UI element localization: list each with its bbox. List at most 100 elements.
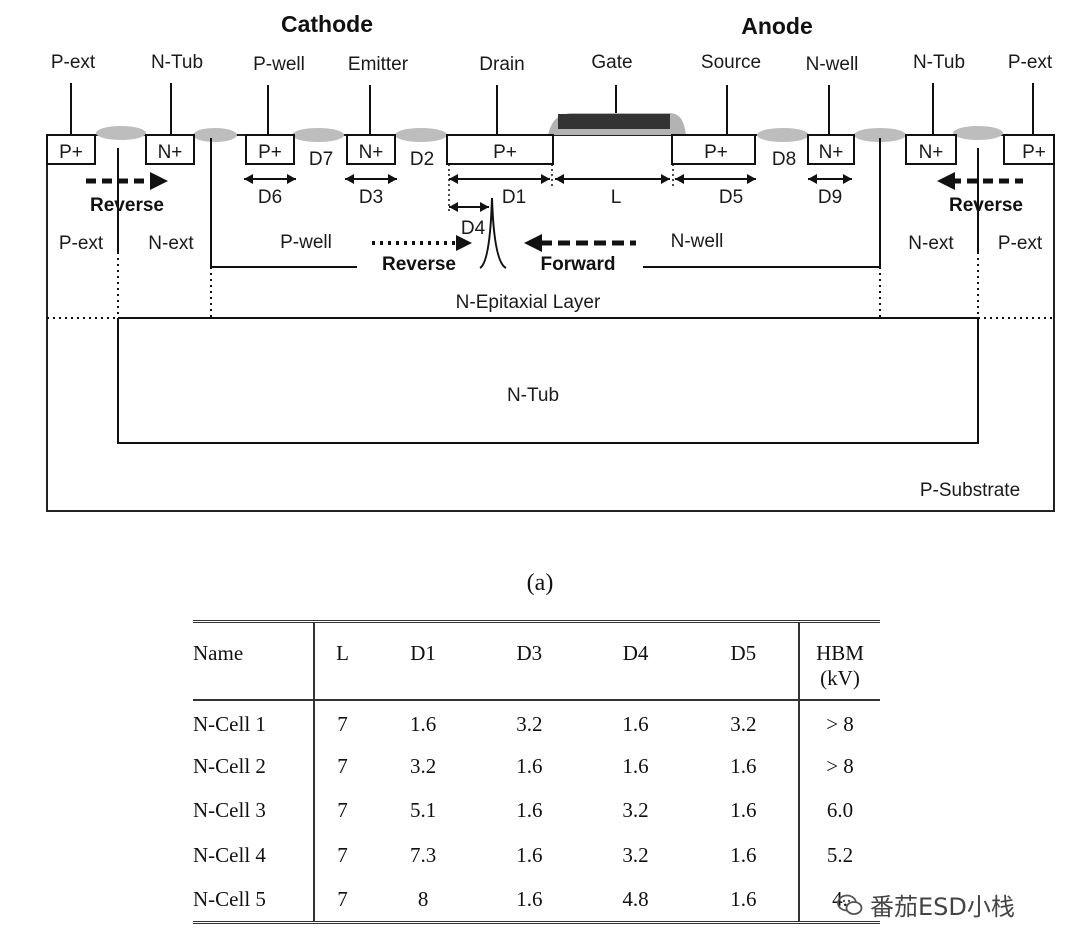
watermark: 番茄ESD小栈 [836, 887, 1015, 922]
forward-label: Forward [541, 254, 616, 275]
arrowhead [675, 174, 684, 184]
arrowhead [449, 174, 458, 184]
cell-d1: 1.6 [409, 711, 437, 736]
terminal-label-n-tub: N-Tub [913, 52, 965, 73]
anode-label: Anode [741, 13, 813, 39]
diffusion-p-plus: P+ [1022, 142, 1046, 163]
table-row: N-Cell 1 7 1.6 3.2 1.6 3.2 > 8 [193, 699, 880, 744]
arrowhead [449, 202, 458, 212]
junction-curve [479, 197, 507, 269]
dim-label-d9: D9 [818, 187, 842, 208]
reverse-label-left: Reverse [90, 195, 164, 216]
dim-label-l: L [611, 187, 622, 208]
field-oxide [395, 128, 447, 142]
col-header-d5: D5 [688, 621, 801, 701]
region-label-epi: N-Epitaxial Layer [456, 292, 601, 313]
diffusion-box [1003, 134, 1055, 165]
n-tub-boundary [117, 318, 979, 444]
cell-d3: 1.6 [516, 798, 543, 823]
arrowhead [661, 174, 670, 184]
region-label-n-well: N-well [671, 231, 724, 252]
region-label-substrate: P-Substrate [920, 480, 1020, 501]
cell-d3: 1.6 [516, 842, 543, 867]
terminal-label-p-ext: P-ext [1008, 52, 1053, 73]
terminal-label-drain: Drain [479, 54, 524, 75]
cell-d1: 7.3 [409, 842, 437, 867]
cell-hbm: 6.0 [826, 798, 854, 823]
field-oxide [953, 126, 1003, 140]
cell-l: 7 [337, 886, 348, 911]
diffusion-n-plus: N+ [819, 142, 844, 163]
dim-label-d3: D3 [359, 187, 383, 208]
device-cross-section-diagram: P+ N+ P+ N+ P+ P+ N+ N+ P+ Cathode Anode… [46, 11, 1055, 512]
diffusion-box [671, 134, 756, 165]
field-oxide [854, 128, 906, 142]
region-label-p-ext: P-ext [998, 233, 1043, 254]
region-label-n-ext: N-ext [148, 233, 194, 254]
substrate-outline [46, 134, 1055, 512]
cell-d3: 3.2 [516, 711, 543, 736]
watermark-text: 番茄ESD小栈 [870, 893, 1015, 921]
field-oxide [193, 128, 237, 142]
diffusion-box [807, 134, 855, 165]
cell-name: N-Cell 4 [193, 833, 315, 878]
region-label-n-tub: N-Tub [507, 385, 559, 406]
diffusion-box [245, 134, 295, 165]
field-oxide [96, 126, 146, 140]
col-header-d4: D4 [582, 621, 689, 701]
dim-label-d7: D7 [309, 149, 333, 170]
cell-d4: 3.2 [622, 798, 649, 823]
cell-l: 7 [337, 798, 348, 823]
forward-arrowhead [524, 234, 542, 252]
dim-label-d8: D8 [772, 149, 796, 170]
region-label-p-well: P-well [280, 232, 332, 253]
cell-l: 7 [337, 753, 348, 778]
cell-d1: 5.1 [409, 798, 437, 823]
terminal-label-n-tub: N-Tub [151, 52, 203, 73]
terminal-label-n-well: N-well [806, 54, 859, 75]
terminal-label-p-well: P-well [253, 54, 305, 75]
arrowhead [843, 174, 852, 184]
arrowhead [555, 174, 564, 184]
arrowhead [480, 202, 489, 212]
region-label-p-ext: P-ext [59, 233, 104, 254]
diffusion-p-plus: P+ [258, 142, 282, 163]
diffusion-n-plus: N+ [158, 142, 183, 163]
terminal-label-source: Source [701, 52, 761, 73]
cell-d5: 3.2 [688, 699, 801, 744]
col-header-l: L [314, 621, 370, 701]
gate-electrode [558, 114, 670, 129]
figure-caption: (a) [526, 570, 554, 596]
col-header-d3: D3 [476, 621, 583, 701]
reverse-arrowhead-left [150, 172, 168, 190]
reverse-label-center: Reverse [382, 254, 456, 275]
terminal-label-p-ext: P-ext [51, 52, 96, 73]
field-oxide [757, 128, 809, 142]
terminal-label-emitter: Emitter [348, 54, 409, 75]
cell-d5: 1.6 [688, 877, 801, 922]
reverse-arrowhead-center [456, 235, 472, 251]
cell-l: 7 [337, 842, 348, 867]
cell-d4: 4.8 [622, 886, 649, 911]
dim-label-d4: D4 [461, 218, 486, 239]
diffusion-p-plus-drain: P+ [493, 142, 517, 163]
arrowhead [541, 174, 550, 184]
cell-d3: 1.6 [516, 886, 543, 911]
diffusion-p-plus: P+ [59, 142, 83, 163]
arrowhead [747, 174, 756, 184]
parameter-table: Name L D1 D3 D4 D5 HBM (kV) N-Cell 1 7 1… [193, 620, 880, 924]
diffusion-p-plus-source: P+ [704, 142, 728, 163]
col-header-d1: D1 [369, 621, 477, 701]
table-row: N-Cell 5 7 8 1.6 4.8 1.6 4. [193, 877, 880, 922]
col-header-hbm: HBM (kV) [799, 621, 880, 701]
cell-hbm: > 8 [826, 711, 854, 736]
dim-label-d5: D5 [719, 187, 743, 208]
field-oxide [292, 128, 344, 142]
cell-hbm: > 8 [826, 753, 854, 778]
reverse-label-right: Reverse [949, 195, 1023, 216]
dim-label-d2: D2 [410, 149, 434, 170]
arrowhead [345, 174, 354, 184]
diffusion-box [46, 134, 96, 165]
terminal-label-gate: Gate [591, 52, 632, 73]
field-oxide-group [96, 126, 1003, 142]
